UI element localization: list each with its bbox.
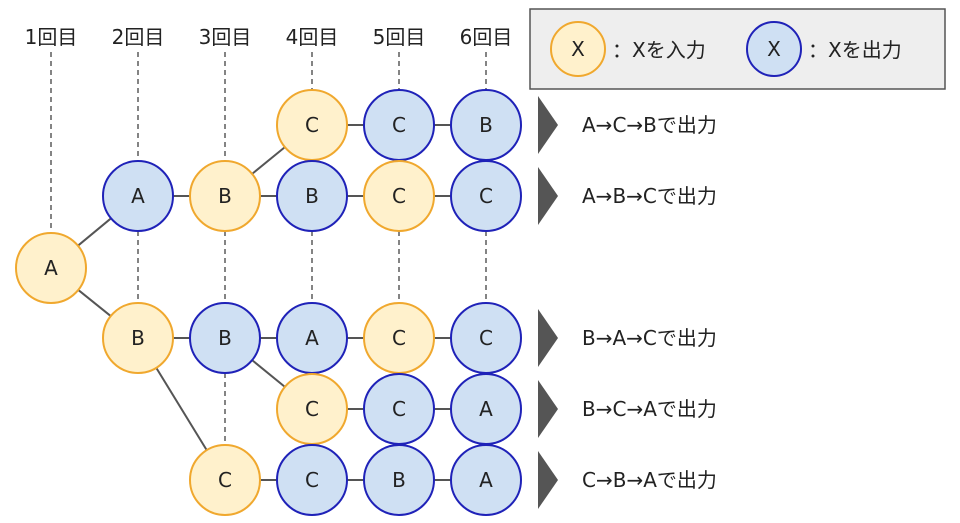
input-node-c: C bbox=[276, 89, 348, 161]
node-label: A bbox=[479, 468, 493, 492]
output-node-a: A bbox=[102, 160, 174, 232]
node-circle bbox=[189, 160, 261, 232]
tree-edge bbox=[77, 217, 112, 247]
output-node-b: B bbox=[450, 89, 522, 161]
node-circle bbox=[276, 160, 348, 232]
node-circle bbox=[450, 444, 522, 516]
node-label: C bbox=[392, 184, 406, 208]
step-header-5: 5回目 bbox=[373, 25, 426, 49]
result-label-1: A→C→Bで出力 bbox=[582, 113, 717, 137]
step-header-4: 4回目 bbox=[286, 25, 339, 49]
tree-edge bbox=[77, 289, 112, 317]
node-circle bbox=[450, 160, 522, 232]
output-node-c: C bbox=[450, 160, 522, 232]
node-label: C bbox=[392, 113, 406, 137]
input-node-b: B bbox=[102, 302, 174, 374]
node-label: C bbox=[479, 184, 493, 208]
input-node-c: C bbox=[189, 444, 261, 516]
node-label: B bbox=[131, 326, 145, 350]
legend-input-circle bbox=[550, 21, 606, 77]
input-node-c: C bbox=[276, 373, 348, 445]
node-circle bbox=[189, 302, 261, 374]
node-circle bbox=[102, 160, 174, 232]
step-header-6: 6回目 bbox=[460, 25, 513, 49]
input-node-a: A bbox=[15, 232, 87, 304]
tree-edge bbox=[251, 359, 286, 388]
output-node-c: C bbox=[450, 302, 522, 374]
node-label: A bbox=[305, 326, 319, 350]
legend-box: X ：Xを入力 X ：Xを出力 bbox=[529, 8, 946, 90]
tree-nodes: A A B B B C C B A C C C C C C B B C C A A bbox=[15, 89, 522, 516]
node-circle bbox=[363, 444, 435, 516]
legend-output-label: ：Xを出力 bbox=[808, 38, 902, 62]
result-label-4: B→C→Aで出力 bbox=[582, 397, 717, 421]
tree-edges bbox=[77, 124, 451, 481]
output-node-a: A bbox=[450, 373, 522, 445]
legend-output-circle bbox=[746, 21, 802, 77]
output-node-b: B bbox=[189, 302, 261, 374]
tree-edge bbox=[251, 146, 286, 175]
result-labels: A→C→Bで出力 A→B→Cで出力 B→A→Cで出力 B→C→Aで出力 C→B→Aで出力 bbox=[582, 113, 717, 492]
legend-input-label: ：Xを入力 bbox=[612, 38, 706, 62]
node-label: C bbox=[305, 113, 319, 137]
result-arrow bbox=[538, 96, 558, 154]
output-node-c: C bbox=[363, 89, 435, 161]
node-circle bbox=[276, 444, 348, 516]
result-label-2: A→B→Cで出力 bbox=[582, 184, 717, 208]
node-label: C bbox=[305, 397, 319, 421]
tree-edge bbox=[155, 367, 208, 451]
step-guide-lines bbox=[50, 52, 487, 445]
result-arrow bbox=[538, 167, 558, 225]
result-label-3: B→A→Cで出力 bbox=[582, 326, 717, 350]
node-label: B bbox=[305, 184, 319, 208]
node-label: A bbox=[131, 184, 145, 208]
node-label: C bbox=[218, 468, 232, 492]
node-circle bbox=[363, 160, 435, 232]
node-label: B bbox=[218, 326, 232, 350]
node-label: B bbox=[479, 113, 493, 137]
output-node-a: A bbox=[276, 302, 348, 374]
node-label: B bbox=[392, 468, 406, 492]
node-circle bbox=[102, 302, 174, 374]
output-node-c: C bbox=[363, 373, 435, 445]
node-label: A bbox=[479, 397, 493, 421]
node-label: A bbox=[44, 256, 58, 280]
input-node-c: C bbox=[363, 160, 435, 232]
node-label: C bbox=[392, 397, 406, 421]
step-headers: 1回目 2回目 3回目 4回目 5回目 6回目 bbox=[25, 25, 513, 49]
node-label: C bbox=[479, 326, 493, 350]
step-header-3: 3回目 bbox=[199, 25, 252, 49]
output-node-c: C bbox=[276, 444, 348, 516]
node-label: C bbox=[392, 326, 406, 350]
output-node-b: B bbox=[363, 444, 435, 516]
result-arrow bbox=[538, 380, 558, 438]
node-label: B bbox=[218, 184, 232, 208]
input-node-c: C bbox=[363, 302, 435, 374]
legend-input-symbol: X bbox=[571, 37, 585, 61]
result-label-5: C→B→Aで出力 bbox=[582, 468, 717, 492]
step-header-1: 1回目 bbox=[25, 25, 78, 49]
output-node-b: B bbox=[276, 160, 348, 232]
input-node-b: B bbox=[189, 160, 261, 232]
result-arrow bbox=[538, 309, 558, 367]
node-circle bbox=[15, 232, 87, 304]
output-node-a: A bbox=[450, 444, 522, 516]
result-arrow bbox=[538, 451, 558, 509]
legend-output-symbol: X bbox=[767, 37, 781, 61]
node-label: C bbox=[305, 468, 319, 492]
result-arrows bbox=[538, 96, 558, 509]
step-header-2: 2回目 bbox=[112, 25, 165, 49]
node-circle bbox=[189, 444, 261, 516]
